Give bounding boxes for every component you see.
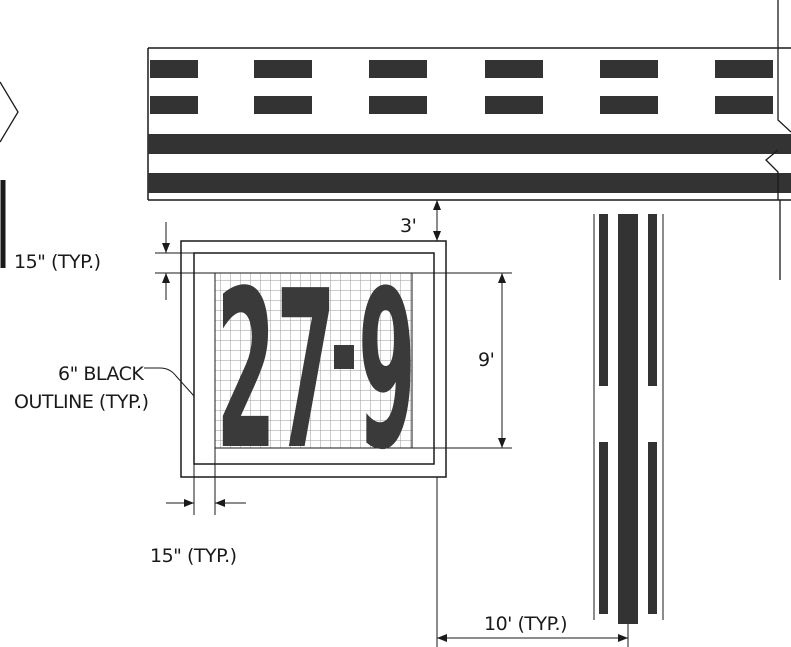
solid-line-lower [148, 173, 791, 193]
marking-inner-border [193, 252, 435, 465]
marking-outer-border [180, 240, 447, 478]
left-edge-chevron [0, 81, 19, 143]
marking-characters: 27 9 [216, 245, 416, 498]
break-symbol [765, 0, 791, 200]
border-side-dimension: 15" (TYP.) [150, 448, 246, 567]
horizontal-pavement [147, 0, 791, 280]
setback-dimension: 3' [400, 200, 441, 241]
outline-callout: 6" BLACK OUTLINE (TYP.) [14, 363, 195, 413]
character-grid [214, 272, 413, 449]
marking-number-left: 27 [216, 245, 336, 498]
marking-dash [334, 345, 354, 369]
callout-line1: 6" BLACK [58, 363, 144, 385]
border-top-dimension: 15" (TYP.) [14, 222, 215, 300]
border-top-label: 15" (TYP.) [14, 251, 101, 273]
spacing-dimension: 10' (TYP.) [436, 477, 629, 647]
border-side-label: 15" (TYP.) [150, 545, 237, 567]
setback-label: 3' [400, 215, 416, 237]
dashed-lines-top-row [150, 60, 773, 78]
marking-number-right: 9 [358, 245, 416, 498]
solid-line-upper [148, 134, 791, 154]
height-dimension: 9' [412, 272, 512, 449]
height-label: 9' [478, 349, 494, 371]
vertical-pavement-lines [593, 214, 664, 624]
spacing-label: 10' (TYP.) [484, 613, 567, 635]
dashed-lines-bottom-row [150, 96, 773, 114]
callout-line2: OUTLINE (TYP.) [14, 391, 149, 413]
